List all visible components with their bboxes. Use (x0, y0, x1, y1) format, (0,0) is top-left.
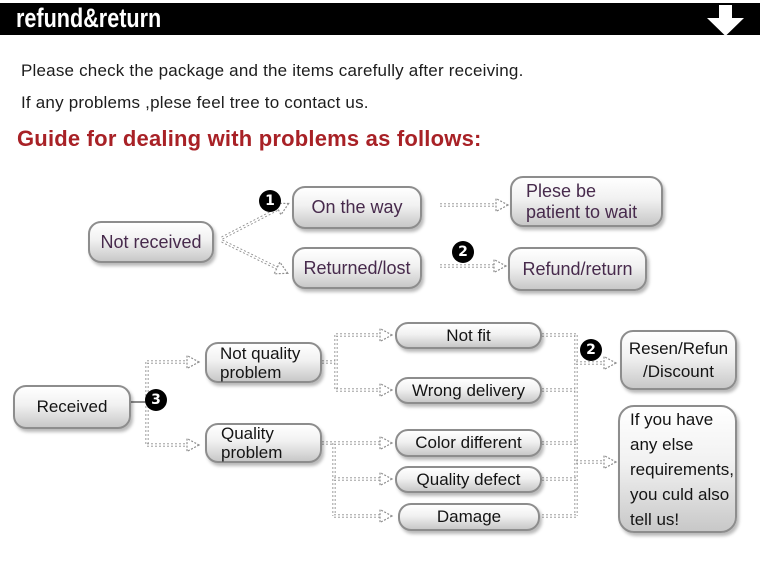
node-received: Received (13, 385, 131, 429)
node-wrong-delivery: Wrong delivery (395, 377, 542, 404)
node-not-received: Not received (88, 221, 214, 263)
page-title: refund&return (16, 3, 162, 33)
badge-step-2b: 2 (580, 339, 602, 361)
node-not-fit: Not fit (395, 322, 542, 349)
guide-heading: Guide for dealing with problems as follo… (17, 126, 482, 151)
node-returned-lost: Returned/lost (292, 247, 422, 289)
node-refund-return: Refund/return (508, 247, 647, 291)
node-patient-wait: Plese be patient to wait (510, 176, 663, 227)
intro-line-2: If any problems ,plese feel tree to cont… (21, 93, 369, 112)
badge-step-3: 3 (145, 389, 167, 411)
node-any-else-requirements: If you have any else requirements, you c… (618, 405, 737, 533)
badge-step-2: 2 (452, 241, 474, 263)
badge-step-1: 1 (259, 190, 281, 212)
node-not-quality-problem: Not quality problem (205, 342, 322, 383)
header-bar: refund&return (0, 3, 760, 36)
node-quality-defect: Quality defect (395, 466, 542, 493)
node-damage: Damage (398, 503, 540, 531)
down-arrow-icon (707, 5, 744, 36)
node-color-different: Color different (395, 429, 542, 457)
intro-line-1: Please check the package and the items c… (21, 61, 524, 80)
node-quality-problem: Quality problem (205, 423, 322, 463)
node-on-the-way: On the way (292, 186, 422, 229)
node-resend-refund-discount: Resen/Refun /Discount (620, 330, 737, 390)
